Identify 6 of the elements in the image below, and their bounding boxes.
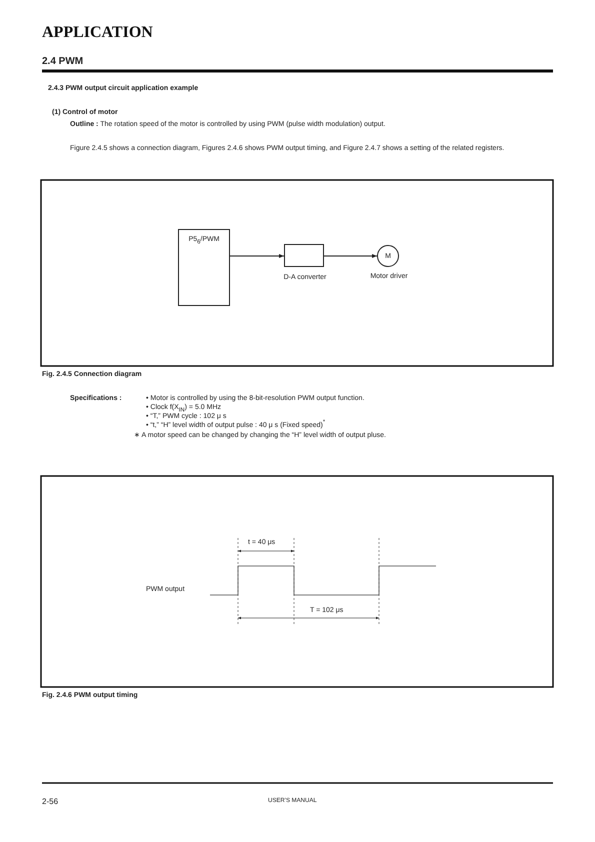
chip-box — [178, 229, 230, 306]
arrow — [230, 254, 284, 258]
page-number: 2-56 — [42, 797, 58, 806]
arrow — [324, 254, 378, 258]
page-title: APPLICATION — [42, 24, 153, 42]
section-heading: 2.4 PWM — [42, 56, 84, 68]
